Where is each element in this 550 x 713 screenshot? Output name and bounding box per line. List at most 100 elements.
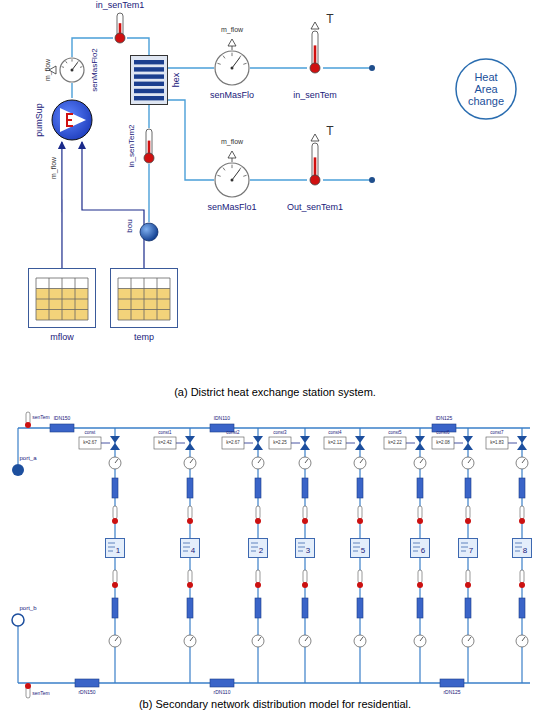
component-label: temp [134, 333, 154, 343]
component-label: Out_senTem1 [287, 203, 343, 213]
subfigure-caption: T [326, 13, 333, 26]
radiator-block: 8 [512, 538, 532, 558]
pump-symbol-outline [50, 98, 94, 142]
temperature-sensor: Out_senTem1 [307, 142, 323, 186]
signal-label: port_a [19, 455, 36, 462]
signal-label: lDN110 [214, 416, 230, 422]
mass-flow-sensor-outline [214, 50, 250, 86]
mass-flow-sensor-outline [214, 162, 250, 198]
signal-label: const3 [273, 430, 286, 435]
temperature-sensor: in_senTem1 [113, 12, 127, 44]
mass-flow-sensor: senMasFlo [214, 50, 250, 86]
component-label: Heat Area change [463, 71, 509, 107]
component-label: hex [172, 73, 182, 88]
radiator-block: 1 [105, 538, 125, 558]
component-label: 2 [259, 547, 263, 556]
signal-label: k=2.08 [436, 441, 450, 446]
component-label: 7 [469, 547, 473, 556]
time-table-block-outline [110, 268, 178, 328]
signal-label: lDN150 [54, 416, 71, 422]
pipe-connector [168, 67, 214, 68]
signal-label: senTem [32, 415, 50, 421]
radiator-block-outline [105, 538, 125, 558]
radiator-block: 5 [350, 538, 370, 558]
component-label: 6 [421, 547, 425, 556]
radiator-block-outline [350, 538, 370, 558]
component-label: 8 [523, 547, 527, 556]
component-label: in_senTem1 [96, 1, 145, 11]
time-table-block-outline [28, 268, 96, 328]
mass-flow-sensor: senMasFlo1 [214, 162, 250, 198]
signal-label: lDN125 [436, 416, 453, 422]
signal-label: senTem [32, 691, 50, 697]
time-table-block: temp [110, 268, 178, 328]
signal-label: const6 [436, 430, 449, 435]
signal-label: const [85, 430, 96, 435]
signal-label: rDN150 [78, 690, 95, 696]
heat-exchanger: hex [130, 55, 168, 105]
radiator-block-outline [248, 538, 268, 558]
radiator-block: 7 [458, 538, 478, 558]
signal-label: m_flow [44, 59, 52, 81]
component-label: senMasFlo [210, 91, 254, 101]
signal-label: k=2.42 [158, 441, 172, 446]
time-table-block: mflow [28, 268, 96, 328]
signal-label: k=1.83 [490, 441, 504, 446]
subfigure-caption: (a) District heat exchange station syste… [174, 386, 376, 398]
mass-flow-sensor: senMasFlo2 [59, 57, 85, 83]
annotation-circle: Heat Area change [455, 58, 517, 120]
signal-label: k=2.22 [388, 441, 402, 446]
temperature-sensor-outline [141, 128, 157, 164]
temperature-sensor-outline [307, 30, 323, 74]
radiator-block: 2 [248, 538, 268, 558]
mass-flow-sensor-outline [59, 57, 85, 83]
signal-label: k=2.25 [273, 441, 287, 446]
component-label: 5 [361, 547, 365, 556]
signal-label: k=2.67 [83, 441, 97, 446]
subfigure-caption: T [326, 125, 333, 138]
component-label: in_senTem [293, 91, 337, 101]
component-label: pumSup [35, 103, 45, 137]
radiator-block-outline [180, 538, 200, 558]
radiator-block-outline [512, 538, 532, 558]
subfigure-caption: (b) Secondary network distribution model… [139, 698, 411, 710]
pipe-connector [148, 164, 149, 222]
radiator-block: 4 [180, 538, 200, 558]
signal-label: port_b [19, 605, 36, 612]
component-label: bou [126, 219, 135, 232]
temperature-sensor: in_senTem [307, 30, 323, 74]
signal-label: k=2.12 [328, 441, 342, 446]
heat-exchanger-outline [130, 55, 168, 105]
radiator-block: 3 [295, 538, 315, 558]
pipe-connector [127, 38, 149, 55]
signal-connector [61, 142, 62, 268]
radiator-block-outline [410, 538, 430, 558]
boundary-source-outline [139, 222, 159, 242]
component-label: in_senTem2 [128, 124, 137, 167]
radiator-block-outline [295, 538, 315, 558]
temperature-sensor-outline [307, 142, 323, 186]
signal-label: const2 [226, 430, 239, 435]
signal-label: rDN125 [443, 690, 460, 696]
signal-label: const1 [158, 430, 171, 435]
signal-label: const5 [388, 430, 401, 435]
signal-label: k=2.67 [226, 441, 240, 446]
pipe-connector [148, 105, 149, 128]
component-label: 3 [306, 547, 310, 556]
radiator-block-outline [458, 538, 478, 558]
pipe-connector [168, 100, 214, 180]
radiator-block: 6 [410, 538, 430, 558]
signal-label: const4 [328, 430, 341, 435]
pipe-connector [250, 179, 307, 180]
component-label: senMasFlo2 [91, 48, 100, 92]
temperature-sensor: in_senTem2 [141, 128, 157, 164]
pump-symbol: pumSup [50, 98, 94, 142]
signal-label: m_flow [50, 157, 58, 179]
signal-label: const7 [490, 430, 503, 435]
temperature-sensor-outline [113, 12, 127, 44]
signal-label: m_flow [221, 138, 243, 146]
signal-label: m_flow [221, 26, 243, 34]
component-label: senMasFlo1 [207, 203, 256, 213]
component-label: 4 [191, 547, 195, 556]
signal-label: rDN110 [214, 690, 231, 696]
